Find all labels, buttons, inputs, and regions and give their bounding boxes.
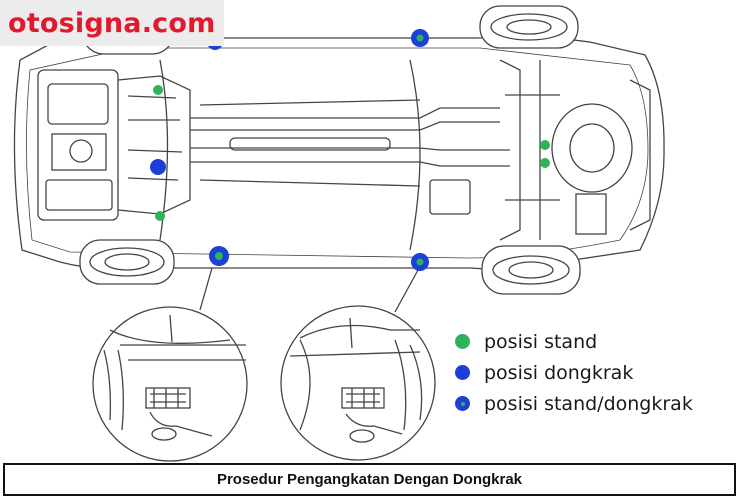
green-dot-inner xyxy=(215,252,223,260)
car-body-inner-outline xyxy=(26,47,649,259)
green-circle-icon xyxy=(155,211,165,221)
rear-wheel-bottom xyxy=(481,245,581,295)
blue-circle-icon xyxy=(455,365,470,380)
green-circle-icon xyxy=(540,158,550,168)
car-body-outline xyxy=(13,36,665,270)
exhaust-tunnel xyxy=(190,59,510,251)
detail-circle-right xyxy=(280,305,436,461)
green-circle-icon xyxy=(540,140,550,150)
caption-box: Prosedur Pengangkatan Dengan Dongkrak xyxy=(3,463,736,496)
blue-green-circle-icon xyxy=(455,396,470,411)
detail-circle-left xyxy=(92,306,248,462)
legend-item-stand-dongkrak: posisi stand/dongkrak xyxy=(455,388,740,419)
legend-item-dongkrak: posisi dongkrak xyxy=(455,357,740,388)
green-dot-inner xyxy=(416,34,424,42)
legend: posisi stand posisi dongkrak posisi stan… xyxy=(455,326,740,419)
rear-suspension xyxy=(429,59,607,241)
rear-wheel-top xyxy=(479,5,579,49)
leader-line-right xyxy=(394,269,419,313)
legend-label-dongkrak: posisi dongkrak xyxy=(484,361,634,384)
car-underbody-drawing xyxy=(13,5,665,462)
watermark-logo: otosigna.com xyxy=(0,0,224,46)
legend-item-stand: posisi stand xyxy=(455,326,740,357)
spare-tire xyxy=(551,79,651,231)
green-circle-icon xyxy=(455,334,470,349)
legend-label-stand-dongkrak: posisi stand/dongkrak xyxy=(484,392,693,415)
green-circle-icon xyxy=(153,85,163,95)
blue-circle-icon xyxy=(150,159,166,175)
leader-line-left xyxy=(199,267,213,311)
engine-bay xyxy=(37,59,191,241)
green-dot-inner xyxy=(416,258,424,266)
front-wheel-bottom xyxy=(79,239,175,285)
legend-label-stand: posisi stand xyxy=(484,330,598,353)
